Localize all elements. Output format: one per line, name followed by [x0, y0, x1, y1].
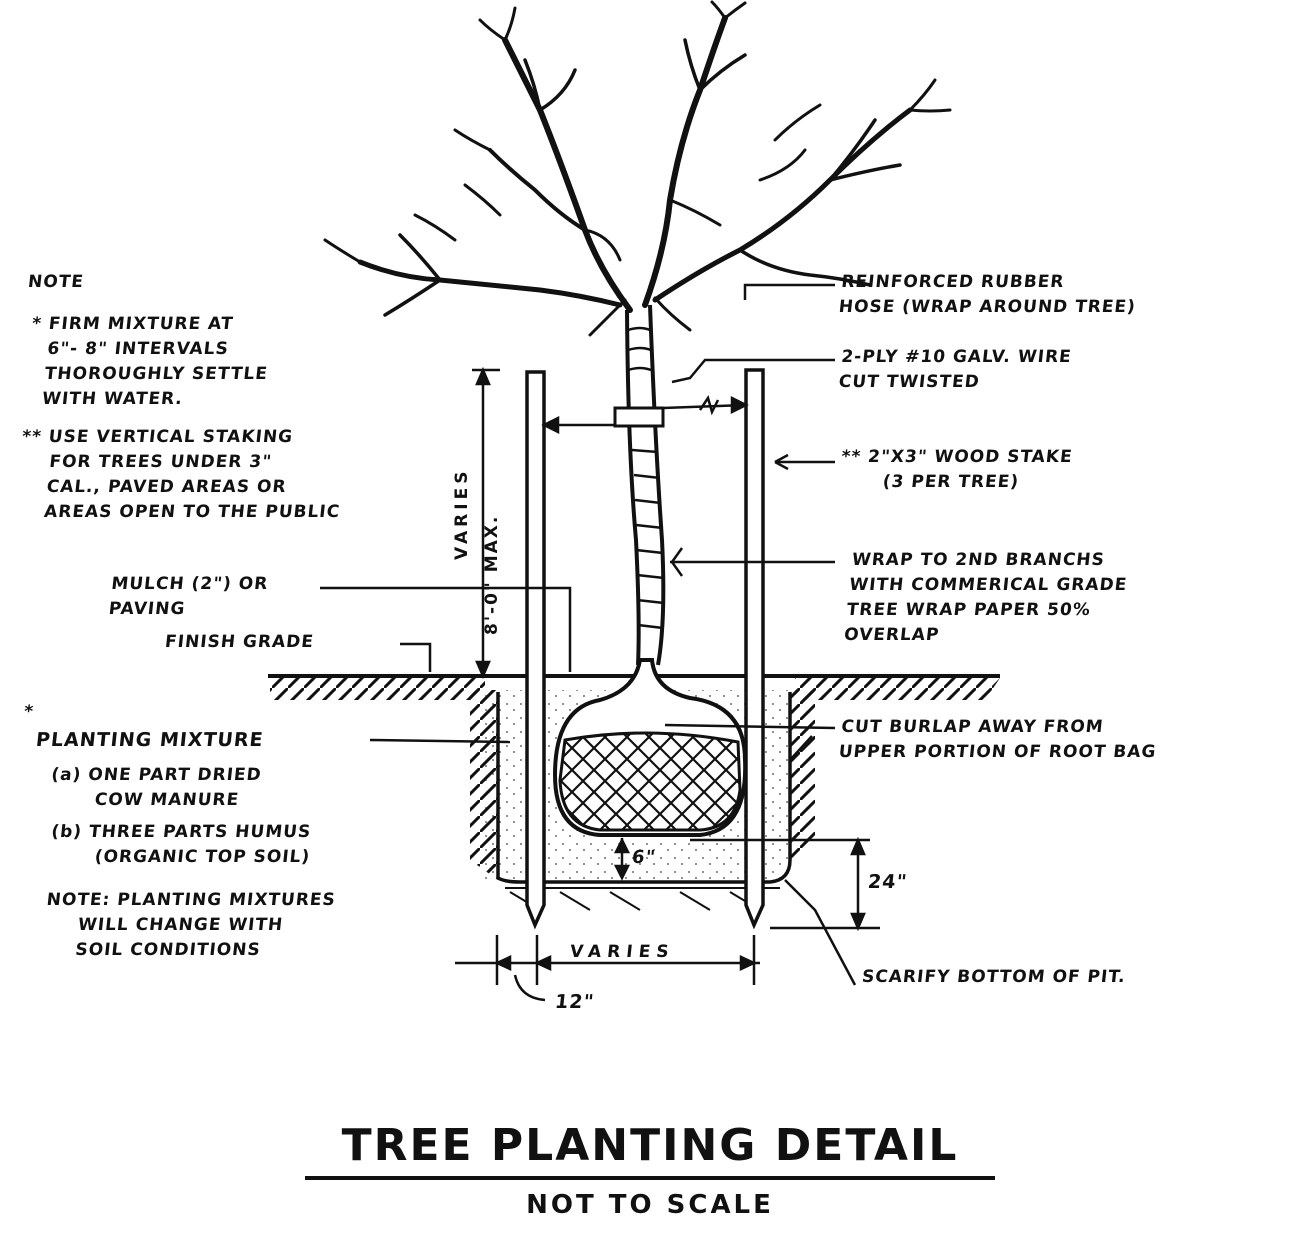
- note-heading: NOTE: [27, 272, 85, 292]
- cut-burlap-label: CUT BURLAP AWAY FROM UPPER PORTION OF RO…: [837, 717, 1158, 762]
- scarify-label: SCARIFY BOTTOM OF PIT.: [861, 967, 1127, 987]
- stake-label: ** 2"X3" WOOD STAKE (3 PER TREE): [840, 447, 1074, 492]
- dimension-lines: [455, 366, 880, 1002]
- max-height-label: 8'-0" MAX.: [482, 514, 502, 635]
- varies-horizontal-label: VARIES: [569, 942, 676, 962]
- planting-mixture-b: (b) THREE PARTS HUMUS (ORGANIC TOP SOIL): [50, 822, 313, 867]
- note-block: NOTE: [27, 270, 86, 295]
- drawing-title: TREE PLANTING DETAIL: [341, 1120, 959, 1171]
- note-item-1: * FIRM MIXTURE AT 6"- 8" INTERVALS THORO…: [30, 314, 269, 409]
- drawing-subtitle: NOT TO SCALE: [526, 1190, 774, 1220]
- root-ball: [552, 658, 748, 837]
- tree-branches: [323, 0, 952, 337]
- mulch-label: MULCH (2") OR PAVING: [107, 574, 270, 619]
- finish-grade-label: FINISH GRADE: [164, 632, 315, 652]
- dim-6-label: 6": [630, 847, 658, 868]
- leader-lines: [320, 283, 870, 986]
- tree-trunk: [613, 304, 666, 666]
- varies-vertical-label: VARIES: [452, 467, 472, 560]
- wrap-label: WRAP TO 2ND BRANCHS WITH COMMERICAL GRAD…: [843, 550, 1129, 645]
- wood-stakes: [525, 368, 765, 930]
- dim-24-label: 24": [866, 871, 909, 893]
- wire-ties: [541, 395, 749, 435]
- rubber-hose-label: REINFORCED RUBBER HOSE (WRAP AROUND TREE…: [837, 272, 1137, 317]
- planting-mixture-note: NOTE: PLANTING MIXTURES WILL CHANGE WITH…: [45, 890, 337, 960]
- wire-label: 2-PLY #10 GALV. WIRE CUT TWISTED: [837, 347, 1073, 392]
- note-item-2: ** USE VERTICAL STAKING FOR TREES UNDER …: [20, 427, 342, 522]
- planting-mixture-a: (a) ONE PART DRIED COW MANURE: [50, 765, 263, 810]
- dim-12-label: 12": [553, 991, 596, 1013]
- planting-mixture-heading: PLANTING MIXTURE: [34, 729, 265, 751]
